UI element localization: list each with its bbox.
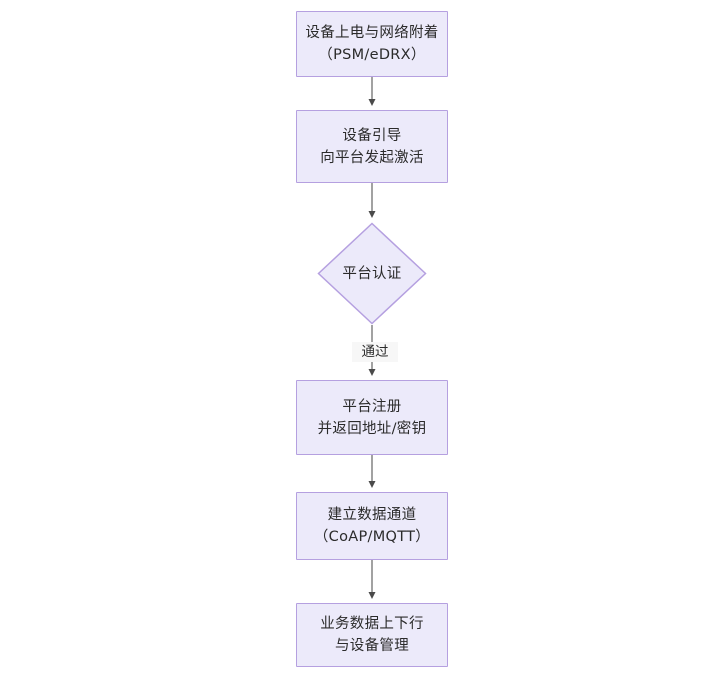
node-label-line2: （PSM/eDRX） xyxy=(318,47,426,63)
node-platform-registration[interactable]: 平台注册 并返回地址/密钥 xyxy=(296,380,448,455)
node-label-line2: 与设备管理 xyxy=(335,638,409,654)
node-label-line2: 向平台发起激活 xyxy=(320,149,424,166)
node-label-line1: 平台认证 xyxy=(342,265,402,282)
node-device-power-on[interactable]: 设备上电与网络附着 （PSM/eDRX） xyxy=(296,11,448,77)
node-label-line1: 平台注册 xyxy=(342,398,402,415)
edge-label-pass: 通过 xyxy=(352,342,398,362)
node-label-line2: （CoAP/MQTT） xyxy=(313,529,431,545)
diamond-shape xyxy=(317,222,427,325)
node-device-bootstrap[interactable]: 设备引导 向平台发起激活 xyxy=(296,110,448,183)
node-label-line1: 设备引导 xyxy=(342,127,402,144)
node-label-line2: 并返回地址/密钥 xyxy=(317,420,427,437)
node-label-line1: 设备上电与网络附着 xyxy=(305,25,439,41)
node-business-data-and-device-management[interactable]: 业务数据上下行 与设备管理 xyxy=(296,603,448,667)
node-establish-data-channel[interactable]: 建立数据通道 （CoAP/MQTT） xyxy=(296,492,448,560)
node-label-line1: 建立数据通道 xyxy=(327,507,417,523)
node-platform-authentication[interactable]: 平台认证 xyxy=(317,222,427,325)
node-label-line1: 业务数据上下行 xyxy=(320,616,424,632)
